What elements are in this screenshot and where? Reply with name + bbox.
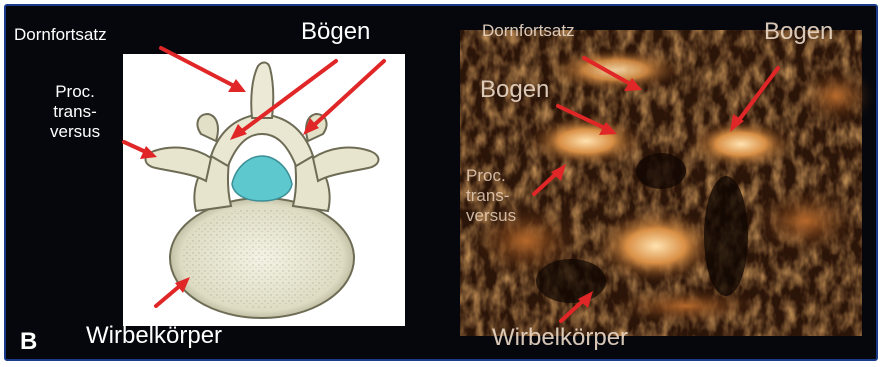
label-proc-transversus-right: Proc. trans- versus	[466, 166, 516, 226]
label-bogen-right-top: Bogen	[764, 20, 833, 44]
label-wirbelkoerper-left: Wirbelkörper	[86, 324, 222, 348]
label-boegen-left: Bögen	[301, 20, 370, 44]
vertebra-illustration	[6, 6, 878, 361]
figure-frame: Dornfortsatz Bögen Proc. trans- versus W…	[4, 4, 878, 361]
label-dornfortsatz-left: Dornfortsatz	[14, 26, 107, 43]
vertebral-body-texture	[182, 208, 342, 308]
label-dornfortsatz-right: Dornfortsatz	[482, 22, 575, 39]
label-bogen-right-left: Bogen	[480, 78, 549, 102]
label-wirbelkoerper-right: Wirbelkörper	[492, 326, 628, 350]
panel-letter: B	[20, 330, 37, 354]
label-proc-transversus-left: Proc. trans- versus	[50, 82, 100, 142]
